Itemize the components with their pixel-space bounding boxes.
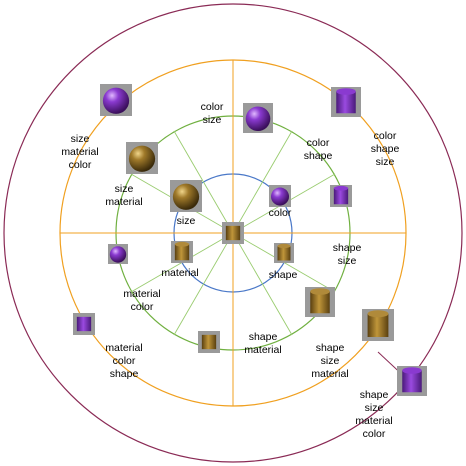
label-line: material — [161, 267, 198, 279]
label-line: size — [338, 255, 357, 267]
label-line: material — [123, 288, 160, 300]
label-line: shape — [360, 389, 389, 401]
label-shape: shape — [269, 269, 298, 281]
purple-cylinder-small-icon — [330, 185, 352, 207]
label-line: shape — [316, 342, 345, 354]
green-spoke-5 — [173, 232, 234, 336]
gold-cube-small-icon — [198, 331, 220, 353]
gold-cylinder-large-icon — [305, 287, 335, 317]
label-line: material — [61, 146, 98, 158]
purple-cube-icon — [73, 313, 95, 335]
label-line: color — [374, 130, 397, 142]
purple-sphere-metal-icon — [243, 103, 273, 133]
gold-sphere-large-icon — [126, 142, 158, 174]
label-line: material — [244, 344, 281, 356]
label-line: shape — [249, 331, 278, 343]
big-gold-sphere-icon — [170, 180, 202, 212]
small-purple-sphere-icon — [269, 185, 291, 207]
purple-cylinder-large-icon — [331, 87, 361, 117]
label-line: material — [311, 368, 348, 380]
label-line: shape — [371, 143, 400, 155]
label-line: shape — [269, 269, 298, 281]
label-line: color — [269, 207, 292, 219]
center-cube-icon — [222, 222, 244, 244]
label-color: color — [269, 207, 292, 219]
green-spoke-8 — [173, 130, 234, 234]
gold-cylinder-big-icon — [362, 309, 394, 341]
label-line: size — [115, 183, 134, 195]
gold-cylinder-medium-icon — [171, 241, 193, 263]
gold-cylinder-small-icon — [274, 243, 294, 263]
label-line: material — [105, 342, 142, 354]
label-line: shape — [110, 368, 139, 380]
green-spoke-1 — [232, 130, 293, 234]
label-material: material — [161, 267, 198, 279]
purple-sphere-small-icon — [108, 244, 128, 264]
purple-sphere-large-icon — [100, 84, 132, 116]
label-line: shape — [333, 242, 362, 254]
label-line: color — [307, 137, 330, 149]
label-line: size — [321, 355, 340, 367]
outer-ring — [3, 3, 463, 463]
label-line: shape — [304, 150, 333, 162]
green-spoke-4 — [232, 232, 293, 336]
purple-cylinder-outer-icon — [397, 366, 427, 396]
label-line: material — [355, 415, 392, 427]
label-line: color — [113, 355, 136, 367]
label-line: color — [201, 101, 224, 113]
label-line: color — [69, 159, 92, 171]
label-size: size — [177, 215, 196, 227]
label-line: size — [376, 156, 395, 168]
label-line: material — [105, 196, 142, 208]
label-line: color — [131, 301, 154, 313]
label-line: size — [365, 402, 384, 414]
label-line: size — [177, 215, 196, 227]
label-line: size — [203, 114, 222, 126]
label-line: size — [71, 133, 90, 145]
label-line: color — [363, 428, 386, 440]
